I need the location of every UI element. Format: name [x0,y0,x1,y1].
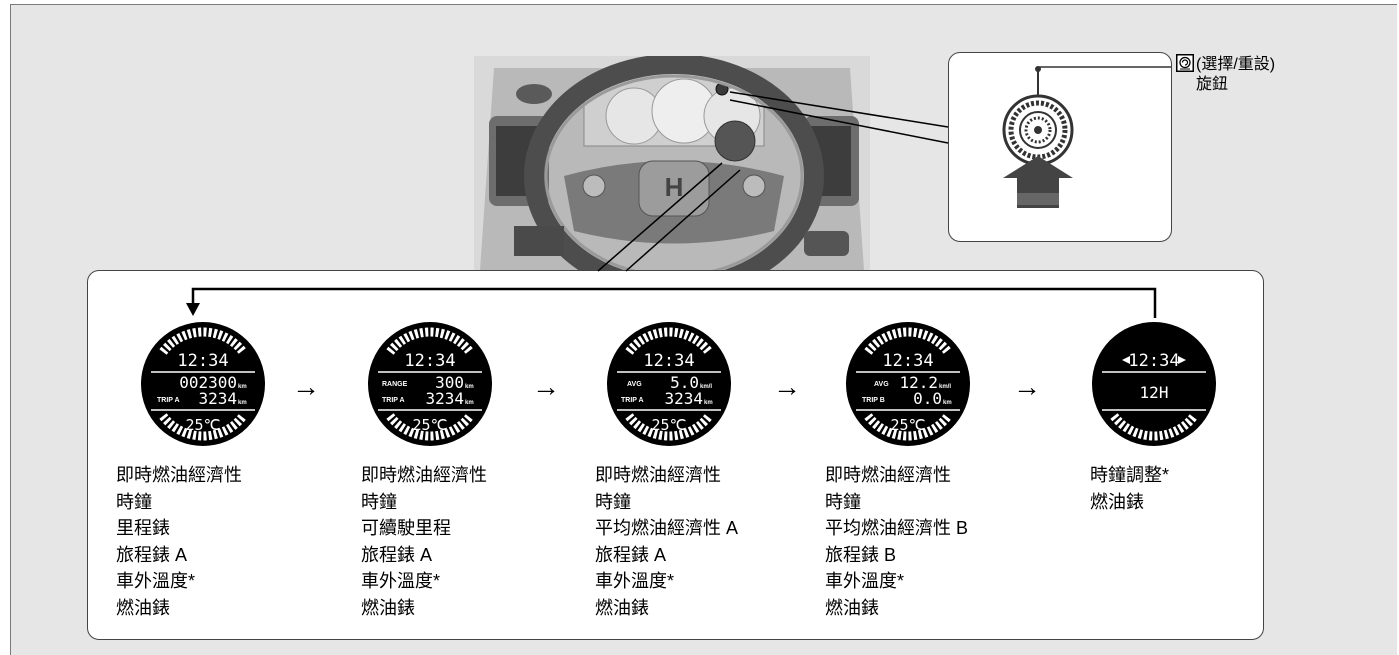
item-label: 旅程錶 A [595,544,667,565]
row1-label: RANGE [382,381,408,388]
item-label: 時鐘 [825,491,861,512]
row2-unit: km [943,400,952,406]
item-label: 即時燃油經濟性 [825,465,951,485]
row2-unit: km [704,400,713,406]
row2-label: TRIP B [862,397,885,404]
clock-readout: 12:34 [643,351,694,371]
temp-readout: 25℃ [186,416,221,434]
row2-value: 3234 [425,389,464,408]
item-label: 車外溫度* [116,571,196,591]
row2-unit: km [238,400,247,406]
next-arrow-4: → [1013,371,1041,402]
row2-value: 3234 [198,389,237,408]
knob-dial-icon [1002,66,1173,208]
row1-value: 002300 [179,373,237,392]
clock-readout: 12:34 [404,351,455,371]
display-1-items: 即時燃油經濟性 時鐘 里程錶 旅程錶 A 車外溫度* 燃油錶 [116,462,242,621]
temp-readout: 25℃ [413,416,448,434]
item-label: 車外溫度* [825,571,905,591]
display-avg-a-gauge: 12:34 AVG TRIP A 5.0 km/l 3234 km 25℃ [607,322,731,446]
row1-value: 300 [435,373,464,392]
svg-text:H: H [665,172,684,202]
item-label: 時鐘調整* [1090,465,1170,485]
item-label: 即時燃油經濟性 [361,465,487,485]
item-label: 燃油錶 [361,597,415,618]
item-label: 里程錶 [116,518,170,538]
display-clock-adjust-gauge: 12:34 12H [1092,322,1216,446]
select-reset-knob-icon [1176,54,1194,72]
item-label: 車外溫度* [595,571,675,591]
item-label: 旅程錶 A [361,544,433,565]
display-4-items: 即時燃油經濟性 時鐘 平均燃油經濟性 B 旅程錶 B 車外溫度* 燃油錶 [825,462,968,621]
row2-label: TRIP A [382,397,405,404]
row1-value: 5.0 [670,373,699,392]
display-avg-b-gauge: 12:34 AVG TRIP B 12.2 km/l 0.0 km 25℃ [846,322,970,446]
row2-label: TRIP A [157,397,180,404]
row1-value: 12.2 [899,373,938,392]
item-label: 燃油錶 [1090,491,1144,512]
row2-unit: km [465,400,474,406]
next-arrow-3: → [773,371,801,402]
display-2-items: 即時燃油經濟性 時鐘 可續駛里程 旅程錶 A 車外溫度* 燃油錶 [361,462,487,621]
row2-value: 3234 [664,389,703,408]
next-arrow-2: → [532,371,560,402]
display-3-items: 即時燃油經濟性 時鐘 平均燃油經濟性 A 旅程錶 A 車外溫度* 燃油錶 [595,462,738,621]
item-label: 即時燃油經濟性 [116,465,242,485]
item-label: 平均燃油經濟性 B [825,518,969,538]
item-label: 平均燃油經濟性 A [595,518,739,538]
knob-callout-label: (選擇/重設) 旋鈕 [1176,54,1275,95]
clock-readout: 12:34 [177,351,228,371]
temp-readout: 25℃ [891,416,926,434]
row1-label: AVG [627,381,642,388]
knob-closeup-panel [948,52,1173,242]
item-label: 時鐘 [116,491,152,512]
row2-value: 0.0 [913,389,942,408]
row2-label: TRIP A [621,397,644,404]
item-label: 旅程錶 A [116,544,188,565]
item-label: 時鐘 [595,491,631,512]
item-label: 旅程錶 B [825,544,897,565]
item-label: 即時燃油經濟性 [595,465,721,485]
clock-mode-readout: 12H [1140,383,1169,402]
item-label: 時鐘 [361,491,397,512]
knob-callout-line1: (選擇/重設) [1196,56,1276,73]
knob-callout-line2: 旋鈕 [1196,76,1229,93]
display-5-items: 時鐘調整* 燃油錶 [1090,462,1169,515]
item-label: 燃油錶 [825,597,879,618]
display-range-gauge: 12:34 RANGE TRIP A 300 km 3234 km 25℃ [368,322,492,446]
item-label: 燃油錶 [116,597,170,618]
row1-unit: km/l [700,384,712,390]
row1-unit: km [238,384,247,390]
display-odometer-gauge: 12:34 TRIP A 002300 km 3234 km 25℃ [141,322,265,446]
temp-readout: 25℃ [652,416,687,434]
clock-readout: 12:34 [1128,351,1179,371]
next-arrow-1: → [292,371,320,402]
item-label: 燃油錶 [595,597,649,618]
row1-label: AVG [874,381,889,388]
item-label: 可續駛里程 [361,518,451,538]
row1-unit: km/l [939,384,951,390]
steering-wheel-illustration: H [474,56,870,270]
clock-readout: 12:34 [882,351,933,371]
row1-unit: km [465,384,474,390]
item-label: 車外溫度* [361,571,441,591]
